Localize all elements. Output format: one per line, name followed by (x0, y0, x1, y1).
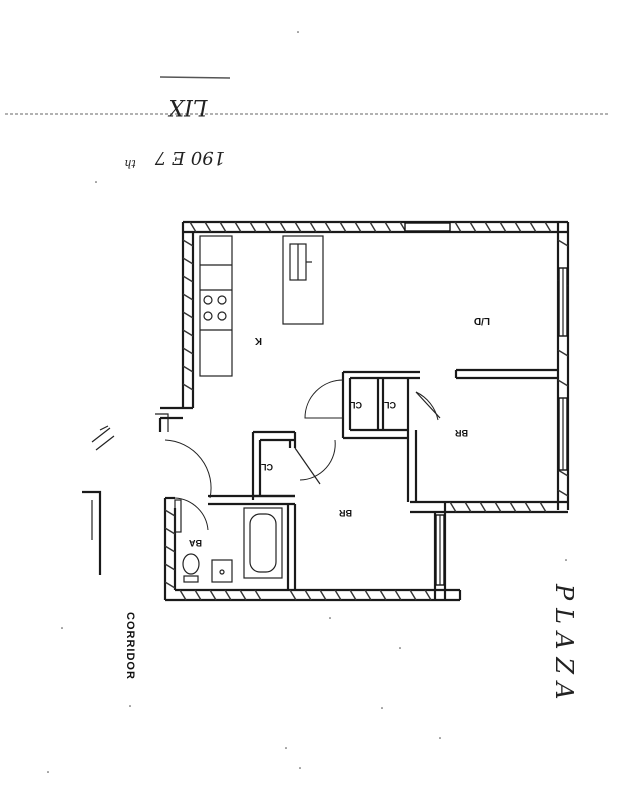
plaza-label: PLAZA (550, 583, 578, 707)
stove-icon (203, 295, 227, 321)
wall-hatching (164, 221, 569, 601)
kitchen-counter (199, 235, 233, 377)
room-label-living-dining: L/D (474, 315, 490, 326)
scan-specks (47, 31, 567, 773)
toilet-icon (182, 553, 200, 583)
kitchen-island (282, 235, 324, 325)
handwritten-address: 190 E 7 (154, 147, 225, 168)
scribble-dash (159, 76, 231, 79)
room-label-bedroom-2: BR (339, 508, 352, 518)
room-label-closet-3: CL (261, 462, 273, 472)
bedroom-plaza-wall (410, 500, 568, 600)
corridor-label: CORRIDOR (124, 612, 136, 680)
corridor-marks (82, 413, 169, 575)
sink-icon (211, 559, 233, 583)
handwritten-suffix: th (124, 157, 136, 170)
door-swings (164, 379, 441, 533)
right-wall (556, 222, 570, 510)
left-wall (160, 222, 195, 420)
room-label-bedroom-1: BR (455, 428, 468, 438)
header-scribble: LIX (167, 94, 208, 119)
room-label-closet-2: CL (384, 400, 396, 410)
room-label-bath: BA (189, 538, 202, 548)
bathtub (243, 507, 283, 579)
room-label-closet-1: CL (350, 400, 362, 410)
room-label-kitchen: K (254, 335, 262, 346)
bottom-wall (163, 498, 462, 602)
window-top (404, 222, 451, 232)
